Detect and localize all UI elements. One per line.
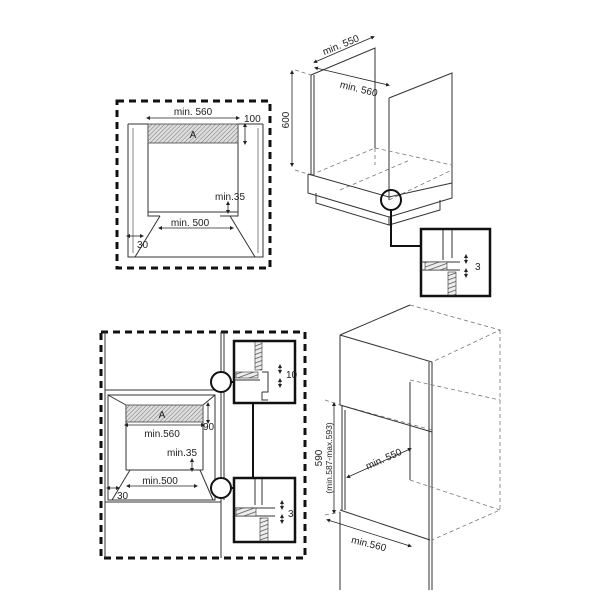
detail-callout-circle	[380, 189, 402, 211]
width-label: min. 560	[174, 107, 213, 118]
width-label: min. 560	[339, 80, 379, 100]
depth-label: min. 550	[364, 447, 404, 473]
height-label: 590	[314, 449, 325, 466]
height-label: 100	[244, 114, 261, 125]
width-label: min.560	[350, 535, 388, 554]
gap-label: min.35	[215, 192, 245, 203]
right-side-panel	[388, 72, 453, 200]
vent-area-a	[147, 123, 239, 144]
detail-top-label: 10	[286, 370, 298, 381]
detail-callout-circle-bottom	[210, 477, 232, 499]
top-left-niche-view: A min. 560 100 min.35 min. 500 30	[115, 99, 272, 270]
height-label: 600	[281, 111, 292, 128]
bottom-right-cabinet-view: 590 (min.587-max.593) min. 550 min.560	[314, 304, 502, 590]
oven-niche	[339, 382, 433, 590]
bottom-left-niche-view: A 90 min.560 min.35 min.500 30 10 3	[99, 330, 307, 560]
depth-label: min. 550	[321, 33, 361, 58]
left-side-panel	[310, 47, 376, 175]
area-label: A	[159, 410, 166, 421]
detail-bottom-label: 3	[288, 509, 294, 520]
depth-label: min.500	[142, 476, 178, 487]
niche-outline-dashed	[115, 99, 272, 270]
width-label: min.560	[144, 429, 180, 440]
top-right-cabinet-view: 600 min. 550 min. 560 3	[281, 33, 492, 298]
niche-outline-dashed	[99, 330, 307, 560]
niche-floor	[134, 211, 256, 258]
height-range-label: (min.587-max.593)	[324, 422, 334, 494]
depth-label: min. 500	[171, 218, 210, 229]
detail-gap-label: 3	[475, 262, 481, 273]
side-label: 30	[137, 240, 149, 251]
area-label: A	[190, 130, 197, 141]
plinth	[307, 173, 453, 226]
side-label: 30	[117, 491, 129, 502]
vent-area-a	[125, 404, 204, 423]
gap-label: min.35	[167, 448, 197, 459]
detail-callout-circle-top	[210, 371, 232, 393]
cabinet-lines	[104, 332, 225, 558]
height-label: 90	[203, 422, 215, 433]
